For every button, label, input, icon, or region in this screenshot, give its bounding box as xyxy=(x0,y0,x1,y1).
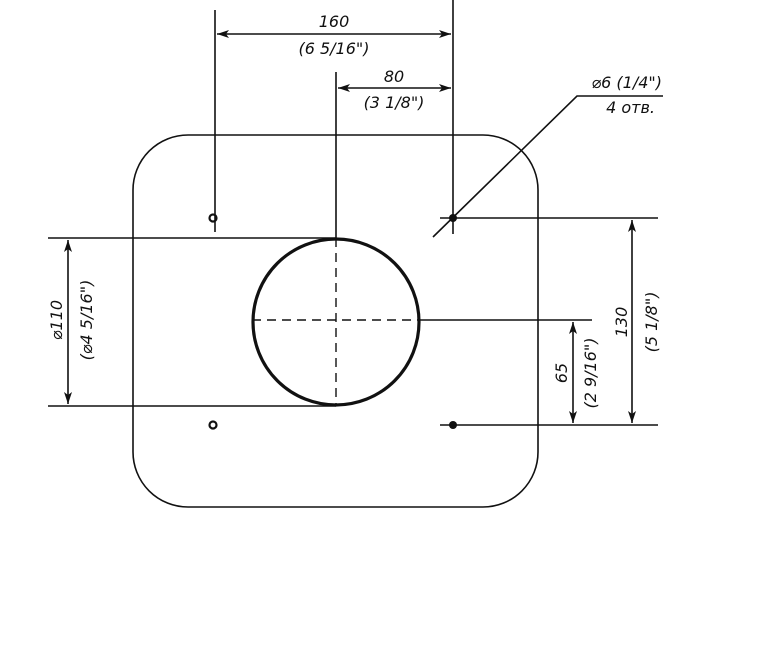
hole-leader-line xyxy=(432,95,663,238)
dimension-160-mm: 160 xyxy=(319,12,350,31)
hole-count-label: 4 отв. xyxy=(606,98,655,117)
dimension-110-inch: (⌀4 5/16") xyxy=(77,280,96,361)
dimension-80-inch: (3 1/8") xyxy=(364,93,425,112)
dimension-110-mm: ⌀110 xyxy=(47,300,66,340)
dimension-65-mm: 65 xyxy=(552,363,571,383)
hole-diameter-label: ⌀6 (1/4") xyxy=(592,73,663,92)
extension-lines xyxy=(48,0,658,426)
dimension-160-inch: (6 5/16") xyxy=(298,39,369,58)
dimension-130-inch: (5 1/8") xyxy=(642,292,661,353)
dimension-130-mm: 130 xyxy=(612,307,631,338)
mounting-hole xyxy=(208,420,218,430)
dimension-80-mm: 80 xyxy=(384,67,404,86)
dimension-65-inch: (2 9/16") xyxy=(581,337,600,408)
